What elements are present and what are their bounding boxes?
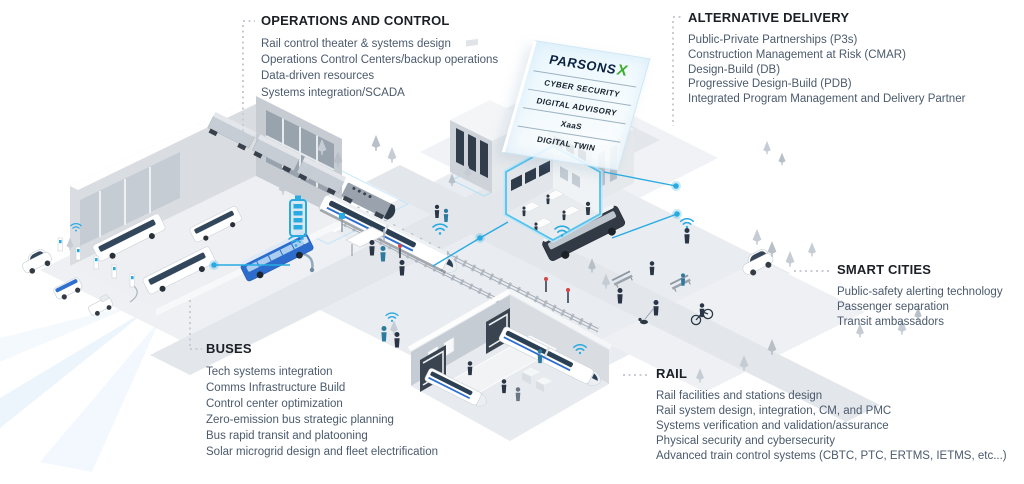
section-items: Public-Private Partnerships (P3s) Constru… [688, 33, 965, 107]
van [53, 277, 83, 300]
leader-alternative [672, 16, 683, 126]
depot-bus [189, 206, 242, 243]
section-title: RAIL [656, 366, 688, 381]
locomotive [341, 182, 396, 220]
smart-city-park [611, 249, 774, 326]
connection-nodes [209, 181, 682, 270]
list-item: Control center optimization [206, 398, 343, 410]
list-item: Tech systems integration [206, 366, 333, 378]
list-item: Integrated Program Management and Delive… [688, 93, 966, 106]
car [742, 249, 774, 276]
list-item: Passenger separation [837, 301, 949, 314]
cyclist [690, 303, 714, 326]
section-rail: RAIL Rail facilities and stations design… [656, 366, 1007, 464]
list-item: Bus rapid transit and platooning [206, 430, 368, 442]
bus-stop [339, 213, 387, 256]
list-item: Progressive Design-Build (PDB) [688, 78, 852, 91]
list-item: Systems verification and validation/assu… [656, 420, 889, 432]
control-room [503, 143, 603, 243]
section-smart-cities: SMART CITIES Public-safety alerting tech… [837, 262, 1003, 331]
metro-train [424, 368, 487, 407]
list-item: Advanced train control systems (CBTC, PT… [656, 450, 1007, 462]
dog-walker [638, 300, 659, 325]
ev-battery-icon [289, 195, 307, 237]
list-item: Public-Private Partnerships (P3s) [688, 34, 858, 46]
truck [88, 294, 113, 316]
list-item: Rail control theater & systems design [261, 38, 451, 50]
crossing-signals [398, 244, 570, 303]
light-streaks [0, 303, 160, 472]
list-item: Rail system design, integration, CM, and… [656, 405, 892, 417]
metro-train [498, 326, 601, 386]
list-item: Solar microgrid design and fleet electri… [206, 446, 439, 458]
underground-station [407, 288, 613, 441]
list-item: Operations Control Centers/backup operat… [261, 54, 499, 67]
ev-charging-area [22, 237, 138, 316]
section-operations-and-control: OPERATIONS AND CONTROL Rail control thea… [261, 13, 498, 101]
list-item: Physical security and cybersecurity [656, 435, 835, 447]
depot-bus [142, 246, 216, 295]
depot-bus [92, 213, 166, 262]
section-title: ALTERNATIVE DELIVERY [688, 10, 850, 25]
leader-buses [189, 300, 202, 350]
suv [22, 248, 52, 274]
list-item: Design-Build (DB) [688, 63, 781, 76]
list-item: Data-driven resources [261, 70, 375, 83]
list-item: Comms Infrastructure Build [206, 382, 346, 394]
section-title: BUSES [206, 341, 252, 356]
list-item: Construction Management at Risk (CMAR) [688, 48, 906, 61]
section-title: SMART CITIES [837, 262, 932, 277]
section-title: OPERATIONS AND CONTROL [261, 13, 450, 28]
leader-lines [189, 16, 830, 376]
list-item: Systems integration/SCADA [261, 86, 405, 99]
cargo-boxes [522, 367, 552, 392]
control-desks [519, 189, 581, 233]
list-item: Rail facilities and stations design [656, 390, 823, 402]
list-item: Public-safety alerting technology [837, 286, 1003, 298]
leader-operations [242, 20, 255, 132]
section-alternative-delivery: ALTERNATIVE DELIVERY Public-Private Part… [688, 10, 965, 107]
park-bench [611, 270, 633, 288]
list-item: Transit ambassadors [837, 316, 944, 329]
list-item: Zero-emission bus strategic planning [206, 414, 394, 426]
